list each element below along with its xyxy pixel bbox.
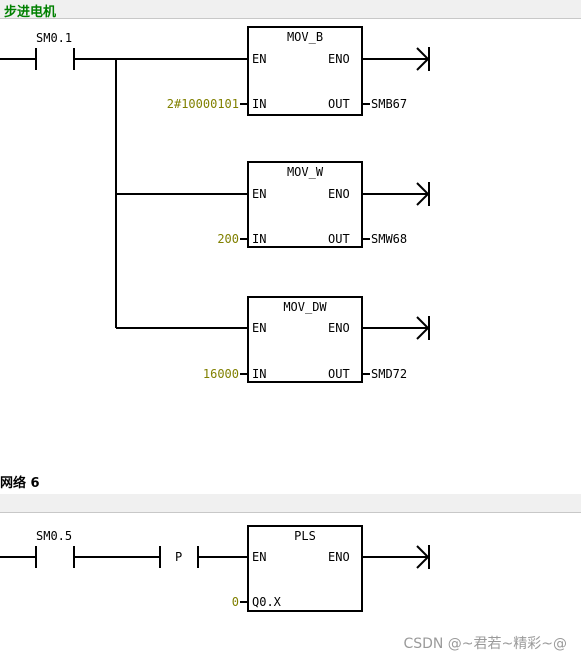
pls-box	[247, 525, 363, 612]
pls-en: EN	[252, 550, 267, 564]
mov-b-box	[247, 26, 363, 116]
watermark: CSDN @~君若~精彩~@	[403, 636, 567, 652]
mov-dw-eno: ENO	[328, 321, 350, 335]
mov-w-in-value[interactable]: 200	[217, 232, 239, 246]
mov-b-in-value[interactable]: 2#10000101	[166, 97, 239, 111]
pls-in: Q0.X	[252, 595, 281, 609]
network-6-comment-bar[interactable]	[0, 494, 581, 513]
mov-w-title[interactable]: MOV_W	[286, 165, 324, 179]
mov-dw-in-value[interactable]: 16000	[202, 367, 239, 381]
pls-eno: ENO	[328, 550, 350, 564]
network-comment: 步进电机	[4, 5, 57, 20]
mov-w-en: EN	[252, 187, 267, 201]
mov-b-title[interactable]: MOV_B	[286, 30, 324, 44]
mov-b-eno: ENO	[328, 52, 350, 66]
mov-b-in: IN	[252, 97, 267, 111]
mov-dw-out-address[interactable]: SMD72	[371, 367, 408, 381]
mov-b-en: EN	[252, 52, 267, 66]
network-comment-bar: 步进电机	[0, 0, 581, 20]
mov-w-in: IN	[252, 232, 267, 246]
positive-edge-label[interactable]: P	[175, 550, 183, 564]
mov-b-out: OUT	[328, 97, 350, 111]
mov-b-out-address[interactable]: SMB67	[371, 97, 408, 111]
mov-w-eno: ENO	[328, 187, 350, 201]
mov-dw-box	[247, 296, 363, 383]
mov-w-box	[247, 161, 363, 248]
mov-dw-title[interactable]: MOV_DW	[283, 300, 327, 314]
mov-dw-out: OUT	[328, 367, 350, 381]
contact-label-sm01[interactable]: SM0.1	[36, 31, 73, 45]
mov-w-out-address[interactable]: SMW68	[371, 232, 408, 246]
contact-label-sm05[interactable]: SM0.5	[36, 529, 73, 543]
mov-dw-en: EN	[252, 321, 267, 335]
mov-dw-in: IN	[252, 367, 267, 381]
pls-title[interactable]: PLS	[294, 529, 316, 543]
pls-in-value[interactable]: 0	[231, 595, 239, 609]
network-6-title: 网络 6	[0, 476, 40, 491]
mov-w-out: OUT	[328, 232, 350, 246]
